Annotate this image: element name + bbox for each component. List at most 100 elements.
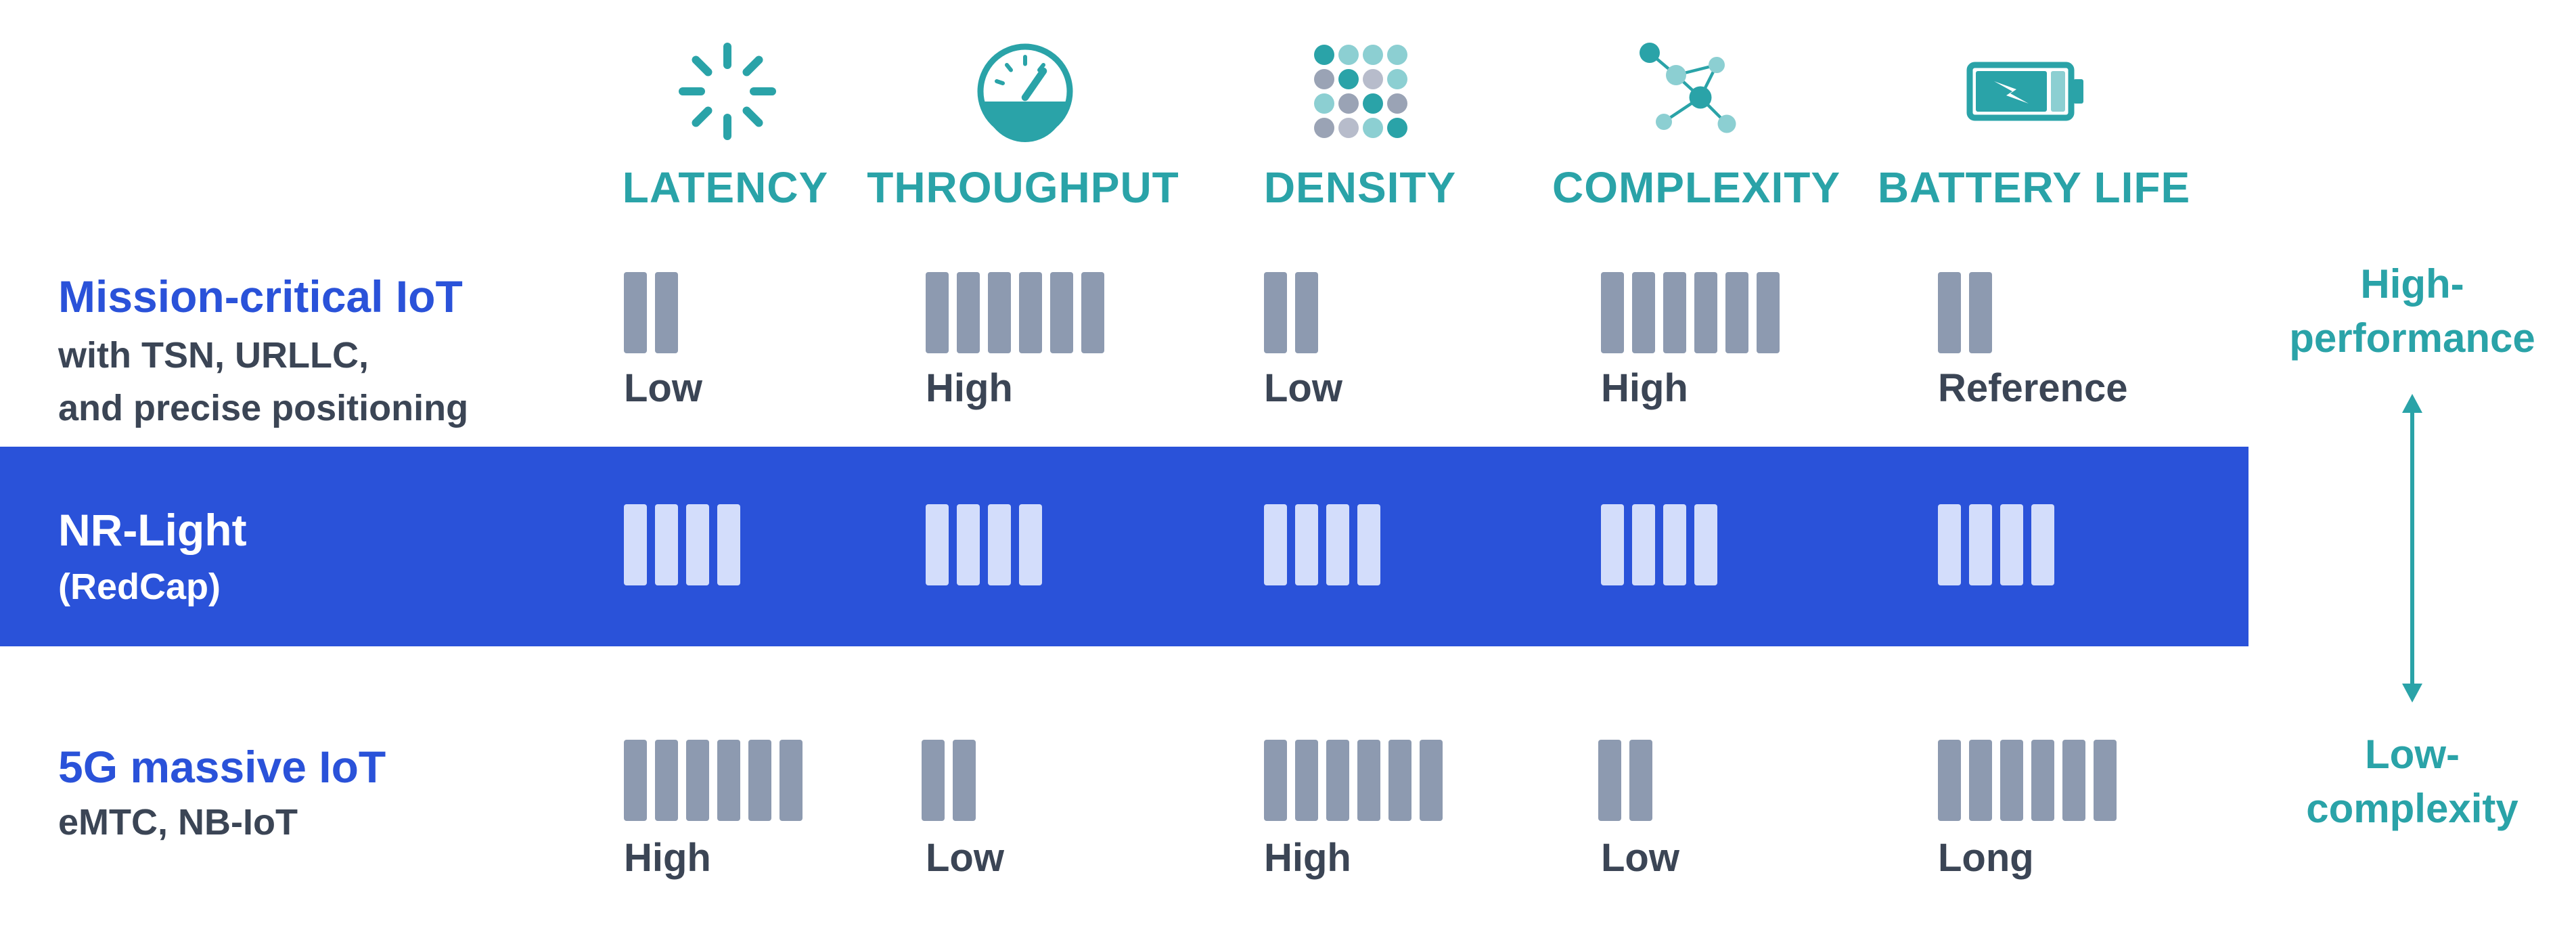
level-bar — [1694, 272, 1717, 353]
column-label-density: DENSITY — [1263, 163, 1457, 212]
level-label: Low — [1601, 836, 1679, 880]
level-bar — [922, 740, 945, 821]
level-bar — [1694, 504, 1717, 585]
bar-group — [1598, 740, 1652, 821]
row-subtitle-nr-light: (RedCap) — [58, 566, 221, 607]
level-bar — [1663, 504, 1686, 585]
level-bar — [655, 272, 678, 353]
level-bar — [957, 272, 980, 353]
bar-group — [926, 272, 1104, 353]
bar-group — [1938, 504, 2054, 585]
row-subtitle-mission-critical-line2: and precise positioning — [58, 388, 469, 428]
level-bar — [1938, 504, 1961, 585]
scale-top-label-line2: performance — [2289, 315, 2535, 361]
level-label: High — [1601, 366, 1688, 410]
scale-bottom-label-line1: Low- — [2365, 732, 2460, 777]
level-label: Reference — [1938, 366, 2128, 410]
level-label: Low — [624, 366, 702, 410]
level-bar — [1264, 740, 1287, 821]
level-bar — [624, 272, 647, 353]
row-subtitle-5g-massive-iot: eMTC, NB-IoT — [58, 802, 298, 843]
level-bar — [1969, 740, 1992, 821]
bar-group — [1938, 740, 2117, 821]
level-bar — [926, 272, 949, 353]
level-bar — [2031, 504, 2054, 585]
level-bar — [1295, 272, 1318, 353]
level-bar — [1050, 272, 1073, 353]
column-label-latency: LATENCY — [622, 163, 829, 212]
bar-group — [624, 504, 740, 585]
battery-icon — [1962, 41, 2091, 142]
level-bar — [1663, 272, 1686, 353]
level-bar — [988, 504, 1011, 585]
level-bar — [988, 272, 1011, 353]
level-bar — [926, 504, 949, 585]
network-nodes-icon — [1637, 41, 1739, 142]
level-bar — [717, 504, 740, 585]
level-bar — [1938, 272, 1961, 353]
level-bar — [1326, 504, 1349, 585]
scale-bottom-label-line2: complexity — [2306, 786, 2518, 831]
level-bar — [2000, 740, 2023, 821]
level-bar — [1388, 740, 1411, 821]
level-label: High — [624, 836, 711, 880]
bar-group — [1601, 504, 1717, 585]
level-bar — [1969, 272, 1992, 353]
speedometer-icon — [974, 41, 1076, 142]
level-bar — [1601, 504, 1624, 585]
level-bar — [1632, 504, 1655, 585]
level-bar — [1629, 740, 1652, 821]
scale-top-label-line1: High- — [2360, 261, 2464, 307]
level-bar — [1081, 272, 1104, 353]
level-bar — [1601, 272, 1624, 353]
level-bar — [1757, 272, 1780, 353]
column-label-battery-life: BATTERY LIFE — [1877, 163, 2191, 212]
level-label: Long — [1938, 836, 2034, 880]
level-bar — [2000, 504, 2023, 585]
level-bar — [1725, 272, 1748, 353]
level-bar — [779, 740, 803, 821]
level-bar — [1969, 504, 1992, 585]
level-bar — [1420, 740, 1443, 821]
bar-group — [1938, 272, 1992, 353]
dot-grid-icon — [1310, 41, 1411, 142]
level-bar — [1357, 740, 1380, 821]
row-title-nr-light: NR-Light — [58, 505, 247, 555]
level-bar — [1598, 740, 1621, 821]
level-bar — [2094, 740, 2117, 821]
bar-group — [922, 740, 976, 821]
level-bar — [655, 504, 678, 585]
column-label-throughput: THROUGHPUT — [867, 163, 1179, 212]
level-label: Low — [1264, 366, 1342, 410]
level-bar — [686, 504, 709, 585]
bar-group — [1601, 272, 1780, 353]
level-bar — [1019, 504, 1042, 585]
level-bar — [1264, 272, 1287, 353]
bar-group — [624, 272, 678, 353]
bar-group — [1264, 272, 1318, 353]
level-bar — [655, 740, 678, 821]
level-bar — [1326, 740, 1349, 821]
level-bar — [953, 740, 976, 821]
level-bar — [2062, 740, 2085, 821]
level-bar — [1938, 740, 1961, 821]
level-bar — [957, 504, 980, 585]
level-bar — [624, 504, 647, 585]
double-arrow-icon — [2402, 394, 2422, 703]
level-bar — [1295, 740, 1318, 821]
bar-group — [1264, 504, 1380, 585]
level-bar — [1019, 272, 1042, 353]
row-title-5g-massive-iot: 5G massive IoT — [58, 742, 386, 792]
bar-group — [926, 504, 1042, 585]
level-bar — [686, 740, 709, 821]
nr-light-band — [0, 447, 2249, 646]
level-label: Low — [926, 836, 1004, 880]
level-bar — [1295, 504, 1318, 585]
level-label: High — [926, 366, 1013, 410]
bar-group — [624, 740, 803, 821]
column-label-complexity: COMPLEXITY — [1552, 163, 1841, 212]
level-bar — [1632, 272, 1655, 353]
level-bar — [717, 740, 740, 821]
level-bar — [1357, 504, 1380, 585]
level-bar — [748, 740, 771, 821]
